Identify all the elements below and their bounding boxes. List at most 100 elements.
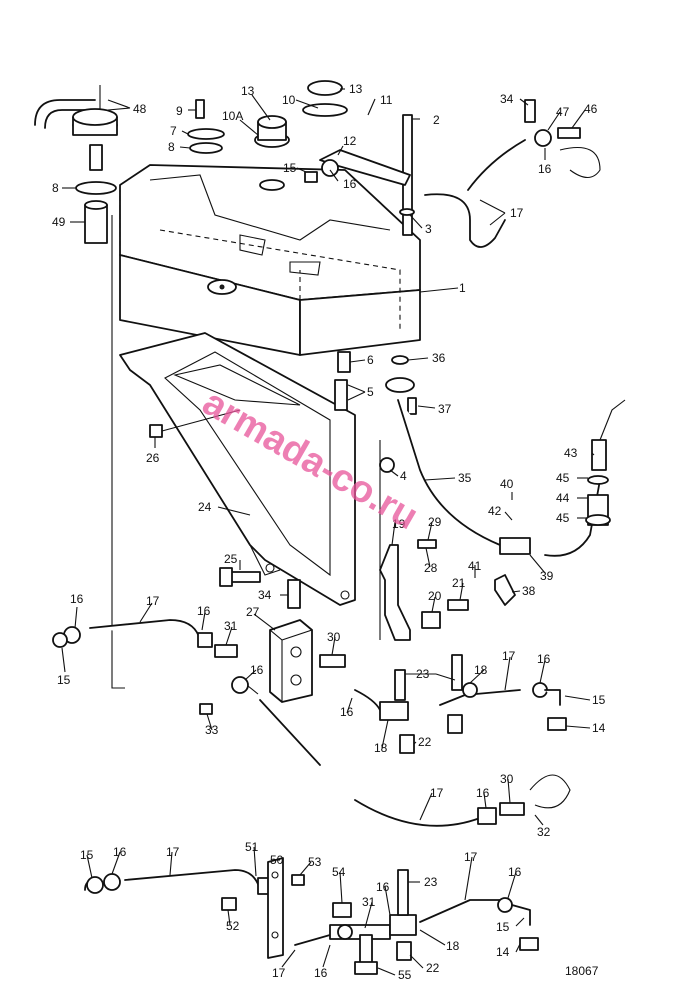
part-label: 3 [425,222,432,236]
part-label: 30 [327,630,341,644]
part-label: 43 [564,446,578,460]
leader-lines [61,88,595,976]
part-label: 36 [432,351,446,365]
spacers [334,351,417,415]
part-label: 45 [556,471,570,485]
part-label: 7 [170,124,177,138]
part-label: 6 [367,353,374,367]
part-label: 14 [496,945,510,959]
drawing-number: 18067 [565,964,599,978]
frame-line [111,215,125,689]
part-label: 16 [538,162,552,176]
spacer-22a2 [447,714,463,734]
plug-14 [547,717,567,731]
part-label: 16 [508,865,522,879]
part-label: 29 [428,515,442,529]
part-label: 19 [392,517,406,531]
vent-fitting [304,149,411,186]
part-label: 22 [418,735,432,749]
part-label: 16 [537,652,551,666]
part-label: 51 [245,840,259,854]
fuel-tank [119,164,421,356]
part-label: 17 [166,845,180,859]
part-label: 8 [52,181,59,195]
part-label: 20 [428,589,442,603]
part-label: 35 [458,471,472,485]
part-label: 16 [343,177,357,191]
part-label: 13 [241,84,255,98]
part-label: 21 [452,576,466,590]
part-label: 27 [246,605,260,619]
part-label: 12 [343,134,357,148]
part-label: 55 [398,968,412,982]
part-label: 15 [283,161,297,175]
part-label: 17 [464,850,478,864]
part-label: 34 [500,92,514,106]
part-label: 50 [270,853,284,867]
part-label: 28 [424,561,438,575]
part-labels: 48 9 7 8 8 49 13 13 10A 10 11 12 15 16 2… [52,82,606,982]
part-label: 16 [314,966,328,980]
part-label: 48 [133,102,147,116]
part-label: 17 [510,206,524,220]
fuel-hose-lower [354,774,571,827]
part-label: 17 [272,966,286,980]
part-label: 15 [80,848,94,862]
part-label: 17 [430,786,444,800]
part-label: 4 [400,469,407,483]
part-label: 18 [374,741,388,755]
part-label: 16 [340,705,354,719]
spacer-22b [396,941,412,961]
part-label: 14 [592,721,606,735]
part-label: 52 [226,919,240,933]
nut-55 [354,961,378,975]
part-label: 38 [522,584,536,598]
fuel-level-sender [34,85,118,244]
part-label: 41 [468,559,482,573]
part-label: 25 [224,552,238,566]
part-label: 40 [500,477,514,491]
part-label: 32 [537,825,551,839]
suction-pipe [397,399,626,557]
part-label: 15 [57,673,71,687]
part-label: 33 [205,723,219,737]
clamp-bracket [379,539,516,641]
part-label: 24 [198,500,212,514]
part-label: 49 [52,215,66,229]
part-label: 16 [113,845,127,859]
part-label: 10 [282,93,296,107]
part-label: 31 [224,619,238,633]
part-label: 17 [146,594,160,608]
gasket-8-left [75,181,117,195]
part-label: 10A [222,109,243,123]
part-label: 46 [584,102,598,116]
part-label: 16 [376,880,390,894]
fuel-hose-assembly-mid [52,409,395,766]
fuel-hose-assembly-right [354,654,567,754]
part-label: 23 [416,667,430,681]
strainer-49 [84,204,108,244]
plug-14b [519,937,539,951]
part-label: 9 [176,104,183,118]
part-label: 31 [362,895,376,909]
part-label: 18 [446,939,460,953]
part-label: 22 [426,961,440,975]
part-label: 30 [500,772,514,786]
part-label: 53 [308,855,322,869]
part-label: 44 [556,491,570,505]
part-label: 2 [433,113,440,127]
fitting-54 [332,902,352,918]
part-label: 16 [70,592,84,606]
part-label: 17 [502,649,516,663]
spacer-22a [399,734,415,754]
part-label: 45 [556,511,570,525]
part-label: 11 [380,93,393,107]
return-hose-top [424,99,601,248]
part-label: 47 [556,105,570,119]
part-label: 39 [540,569,554,583]
part-label: 8 [168,140,175,154]
nut-53 [291,874,305,886]
part-label: 26 [146,451,160,465]
part-label: 15 [592,693,606,707]
